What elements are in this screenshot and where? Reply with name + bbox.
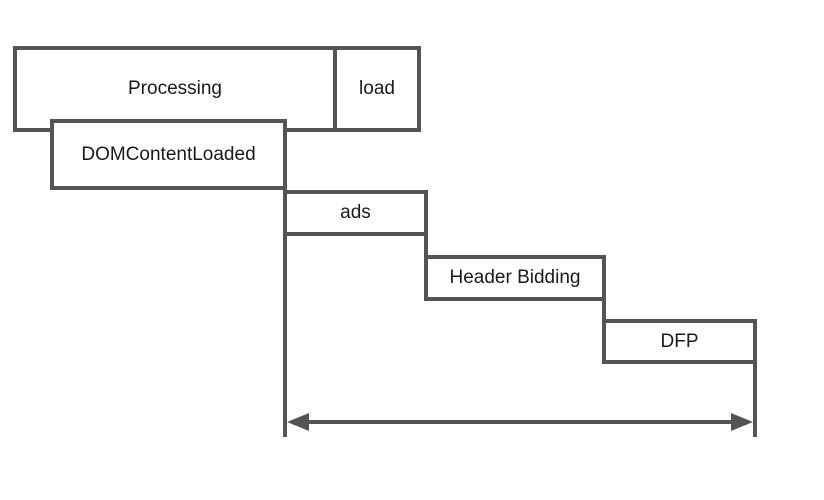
header-bidding-label: Header Bidding — [449, 267, 581, 288]
header-bidding-box: Header Bidding — [424, 255, 606, 301]
dom-content-loaded-box: DOMContentLoaded — [50, 119, 287, 190]
load-box: load — [333, 50, 417, 128]
connector-line-ads-to-header-bidding — [424, 232, 428, 259]
ads-box: ads — [283, 190, 428, 236]
processing-box: Processing — [17, 50, 333, 128]
connector-line-dfp-end — [753, 360, 757, 437]
dfp-box: DFP — [602, 319, 757, 364]
arrow-right-head-icon — [731, 413, 753, 431]
ads-label: ads — [340, 202, 371, 223]
dfp-label: DFP — [660, 330, 699, 352]
connector-line-ads-start — [283, 232, 287, 437]
processing-load-box: Processing load — [13, 46, 421, 132]
processing-label: Processing — [128, 78, 222, 99]
load-label: load — [359, 78, 395, 99]
dom-content-loaded-label: DOMContentLoaded — [81, 143, 256, 165]
arrow-left-head-icon — [287, 413, 309, 431]
connector-line-header-bidding-to-dfp — [602, 297, 606, 323]
duration-arrow-shaft — [300, 420, 740, 424]
